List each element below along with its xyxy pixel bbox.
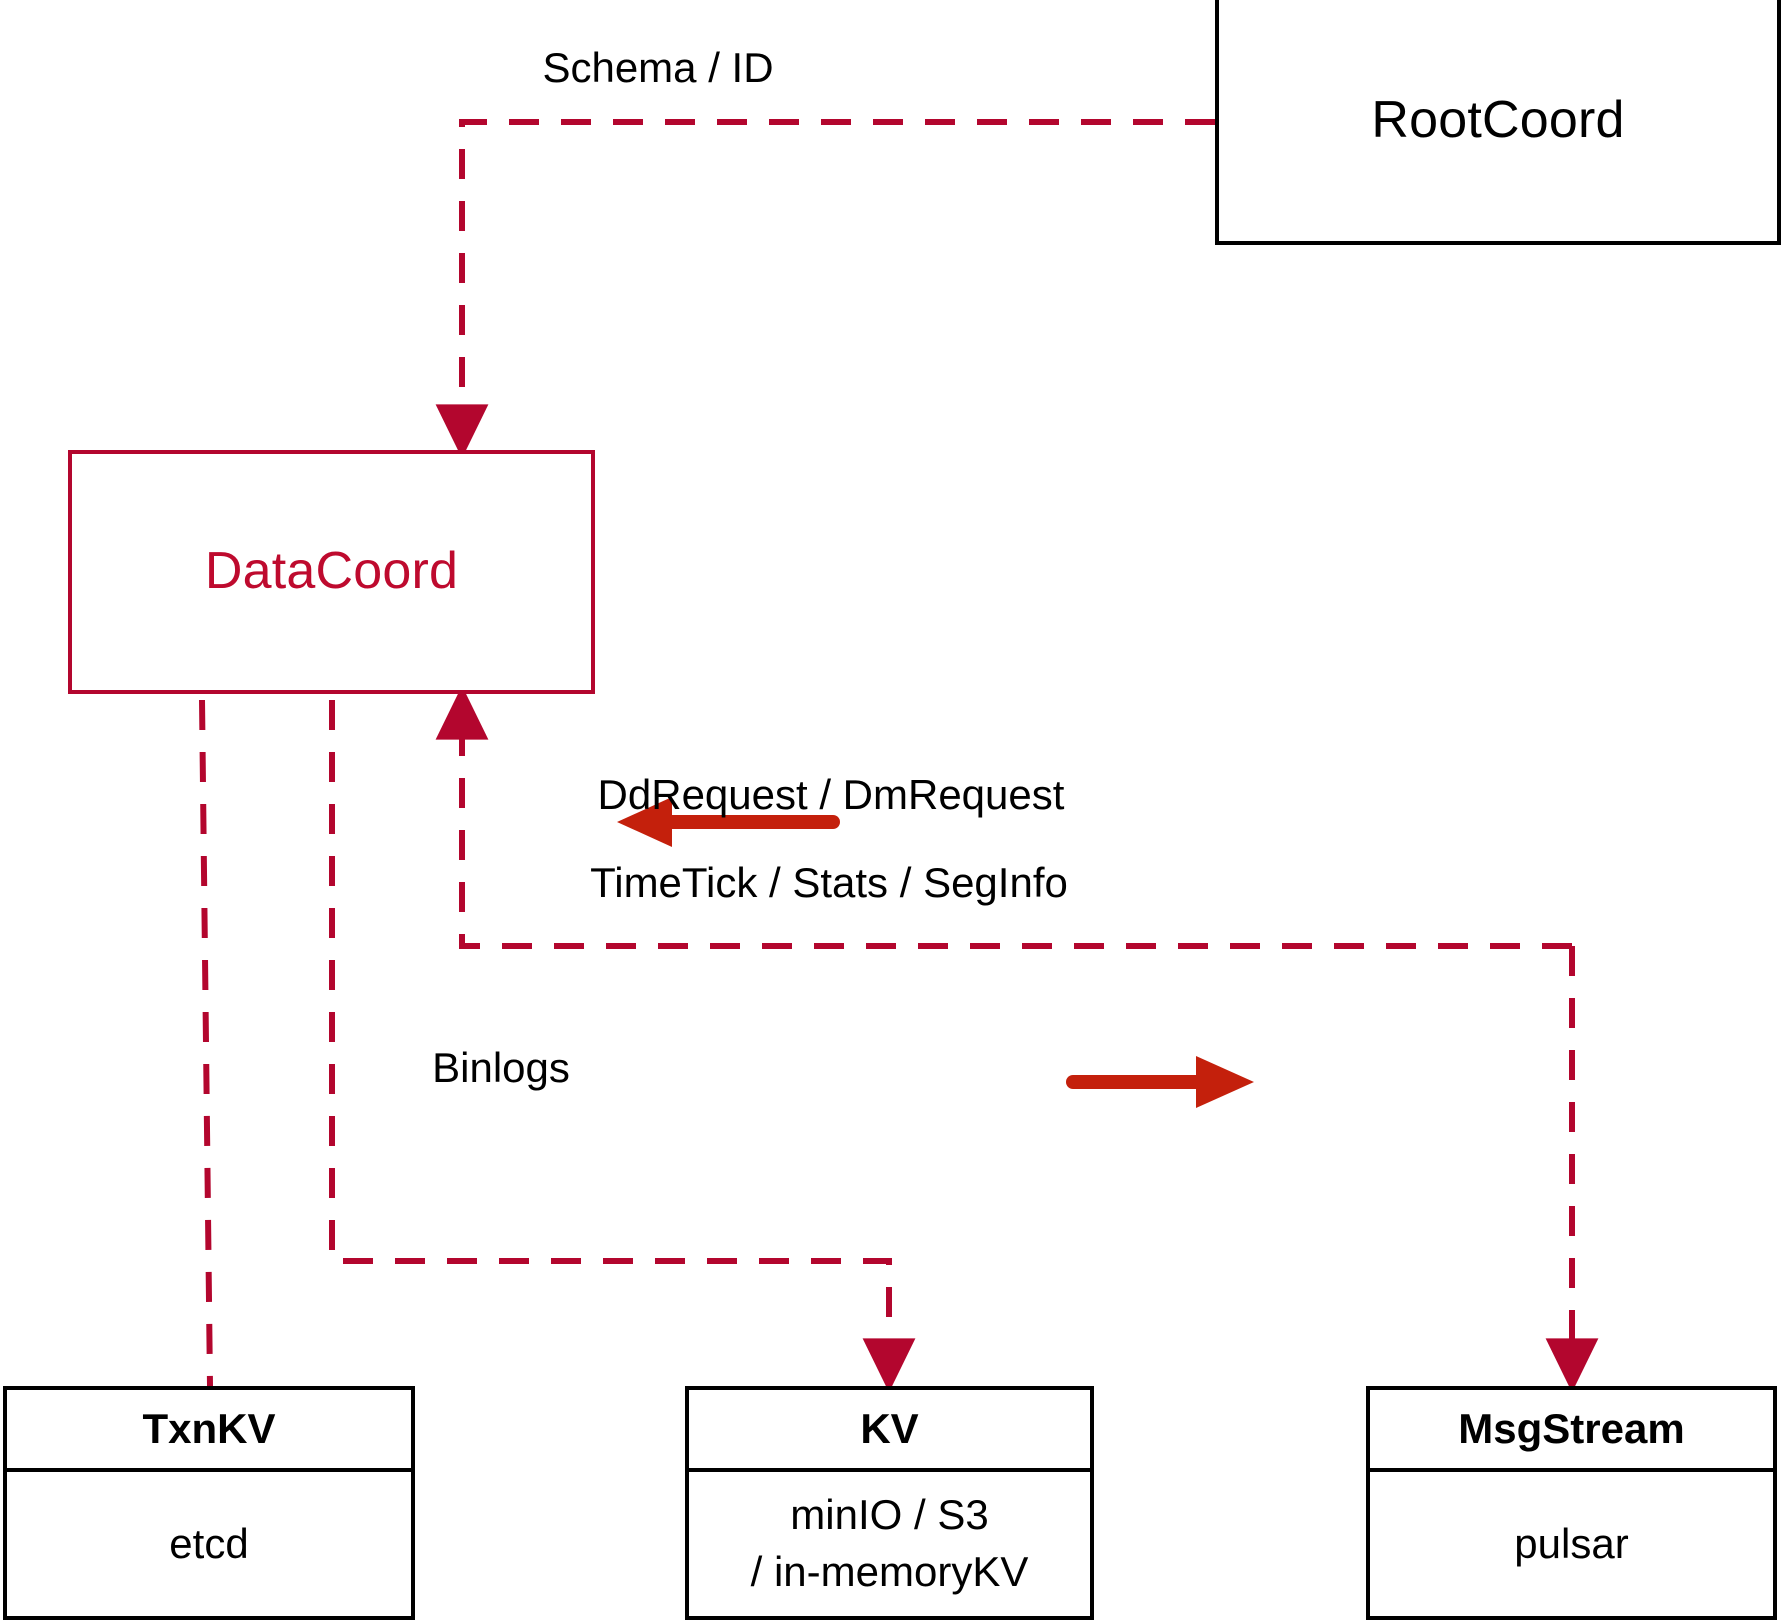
node-msgstream-body: pulsar [1370,1472,1773,1616]
node-kv[interactable]: KV minIO / S3 / in-memoryKV [685,1386,1094,1620]
edge-datacoord-txnkv [199,699,213,1387]
node-kv-body-line-0: minIO / S3 [790,1491,989,1539]
node-datacoord[interactable]: DataCoord [68,450,595,694]
node-kv-body: minIO / S3 / in-memoryKV [689,1472,1090,1616]
direction-arrow-right-icon [1066,1056,1254,1108]
node-txnkv-title: TxnKV [7,1390,411,1472]
edge-schema-id [435,119,1215,459]
node-kv-title: KV [689,1390,1090,1472]
node-kv-body-line-1: / in-memoryKV [750,1548,1029,1595]
node-msgstream-title: MsgStream [1370,1390,1773,1472]
edge-label-timetick-stats-seginfo: TimeTick / Stats / SegInfo [590,859,1068,906]
node-rootcoord[interactable]: RootCoord [1215,0,1781,245]
node-txnkv-body-line-0: etcd [169,1519,249,1567]
edge-label-dd-dm-request: DdRequest / DmRequest [597,771,1065,818]
edge-dd-dm-request [435,685,1572,949]
node-txnkv-body: etcd [7,1472,411,1616]
node-txnkv[interactable]: TxnKV etcd [3,1386,415,1620]
edge-binlogs [329,700,916,1393]
node-datacoord-label: DataCoord [204,542,459,601]
node-msgstream-body-line-0: pulsar [1514,1519,1629,1567]
edge-label-schema-id: Schema / ID [542,44,774,91]
edge-label-binlogs: Binlogs [432,1044,570,1091]
direction-arrow-left-icon [617,797,840,847]
node-rootcoord-label: RootCoord [1371,90,1625,149]
node-msgstream[interactable]: MsgStream pulsar [1366,1386,1777,1620]
